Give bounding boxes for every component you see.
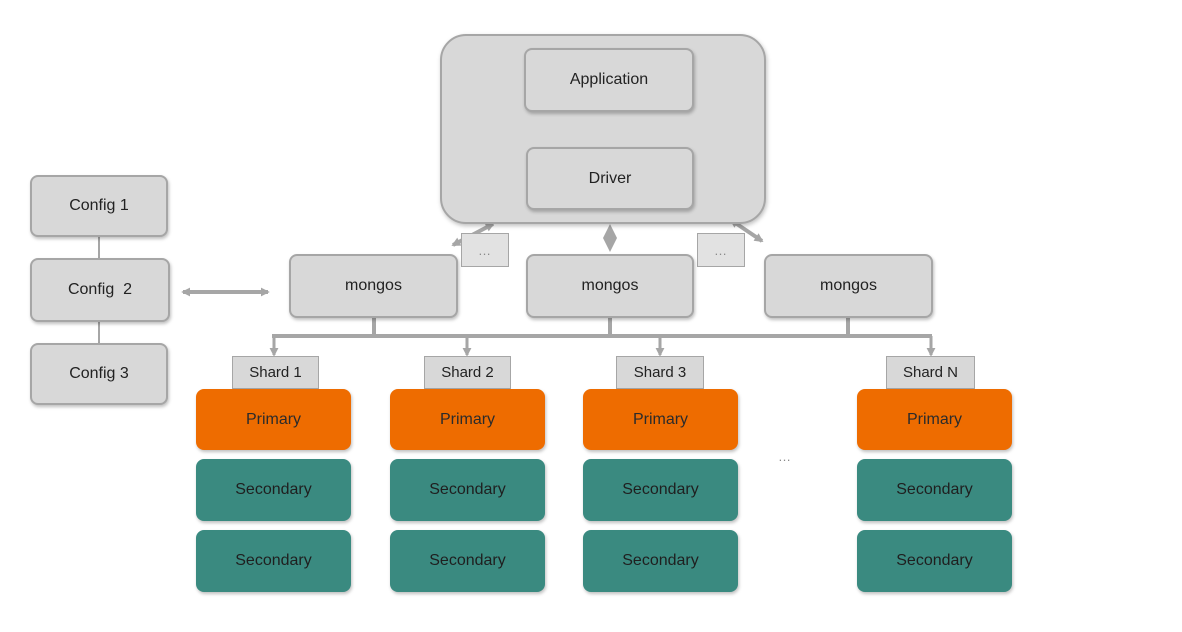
shard-3-secondary-2[interactable]: Secondary [583, 530, 738, 592]
secondary-label: Secondary [896, 481, 973, 498]
primary-label: Primary [439, 410, 496, 428]
secondary-label: Secondary [896, 552, 973, 569]
router-gap-marker-right: … [697, 233, 745, 267]
secondary-label: Secondary [622, 481, 699, 498]
shard-name: Shard 1 [249, 364, 302, 381]
shard-name: Shard N [902, 364, 959, 381]
shard-3-tag[interactable]: Shard 3 [616, 356, 704, 389]
secondary-label: Secondary [429, 481, 506, 498]
mongos-router-3[interactable]: mongos [764, 254, 933, 318]
mongos-router-2[interactable]: mongos [526, 254, 694, 318]
mongos-router-1[interactable]: mongos [289, 254, 458, 318]
config-server-2[interactable]: Config 2 [30, 258, 170, 322]
shard-gap-marker: … [778, 449, 792, 464]
shard-3-primary[interactable]: Primary [583, 389, 738, 450]
driver-node[interactable]: Driver [526, 147, 694, 210]
primary-label: Primary [632, 410, 689, 428]
mongos-label: mongos [581, 277, 639, 294]
shard-2-tag[interactable]: Shard 2 [424, 356, 511, 389]
application-label: Application [569, 71, 649, 88]
driver-label: Driver [588, 169, 632, 187]
shard-1-primary[interactable]: Primary [196, 389, 351, 450]
config-server-label: Config 1 [69, 197, 129, 214]
shard-1-secondary-2[interactable]: Secondary [196, 530, 351, 592]
primary-label: Primary [906, 410, 963, 428]
mongos-label: mongos [820, 277, 877, 294]
shard-2-primary[interactable]: Primary [390, 389, 545, 450]
config-server-3[interactable]: Config 3 [30, 343, 168, 405]
shard-3-secondary-1[interactable]: Secondary [583, 459, 738, 521]
secondary-label: Secondary [622, 552, 699, 569]
config-server-label: Config 2 [67, 281, 133, 298]
router-gap-marker-left: … [461, 233, 509, 267]
primary-label: Primary [245, 410, 302, 428]
shard-1-tag[interactable]: Shard 1 [232, 356, 319, 389]
shard-n-secondary-2[interactable]: Secondary [857, 530, 1012, 592]
application-node[interactable]: Application [524, 48, 694, 112]
shard-2-secondary-2[interactable]: Secondary [390, 530, 545, 592]
shard-1-secondary-1[interactable]: Secondary [196, 459, 351, 521]
config-server-label: Config 3 [69, 365, 129, 382]
config-server-1[interactable]: Config 1 [30, 175, 168, 237]
secondary-label: Secondary [235, 481, 312, 498]
shard-name: Shard 3 [633, 364, 687, 381]
secondary-label: Secondary [235, 552, 312, 569]
shard-name: Shard 2 [441, 364, 494, 381]
shard-n-primary[interactable]: Primary [857, 389, 1012, 450]
mongos-label: mongos [345, 277, 402, 294]
shard-2-secondary-1[interactable]: Secondary [390, 459, 545, 521]
shard-n-tag[interactable]: Shard N [886, 356, 975, 389]
driver-mongos-link [603, 224, 617, 252]
shard-n-secondary-1[interactable]: Secondary [857, 459, 1012, 521]
secondary-label: Secondary [429, 552, 506, 569]
